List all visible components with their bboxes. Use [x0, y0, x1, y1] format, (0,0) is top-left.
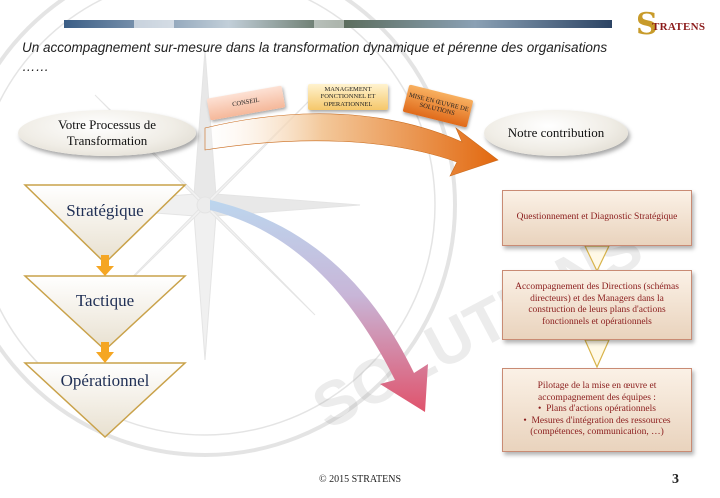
level-label-tactique: Tactique	[75, 291, 135, 310]
box-3-outro: (compétences, communication, …)	[530, 427, 664, 438]
box-3-bullet-2-text: Mesures d'intégration des ressources	[531, 415, 671, 426]
box-2-text: Accompagnement des Directions (schémas d…	[515, 282, 679, 327]
contribution-ellipse: Notre contribution	[484, 110, 628, 156]
box-3-bullet-1-text: Plans d'actions opérationnels	[546, 404, 656, 415]
footer-copyright: © 2015 STRATENS	[318, 474, 402, 485]
orange-arrow	[204, 113, 499, 177]
connector-arrow-1	[96, 255, 114, 276]
curved-arrow	[210, 200, 428, 412]
box-3-bullet-1: • Plans d'actions opérationnels	[538, 404, 656, 415]
box-1-text: Questionnement et Diagnostic Stratégique	[516, 212, 678, 223]
box-3-intro: Pilotage de la mise en œuvre et accompag…	[537, 381, 657, 403]
box-3-bullet-2: • Mesures d'intégration des ressources	[523, 415, 671, 426]
level-label-operationnel: Opérationnel	[60, 371, 150, 390]
page-headline: Un accompagnement sur-mesure dans la tra…	[22, 40, 608, 74]
contribution-box-pilotage: Pilotage de la mise en œuvre et accompag…	[502, 368, 692, 452]
contribution-box-accompagnement: Accompagnement des Directions (schémas d…	[502, 270, 692, 340]
connector-arrow-2	[96, 342, 114, 363]
header-banner	[64, 20, 612, 28]
contribution-box-diagnostic: Questionnement et Diagnostic Stratégique	[502, 190, 692, 246]
logo-mark: S	[636, 7, 658, 42]
process-ellipse: Votre Processus de Transformation	[18, 110, 196, 156]
connector-down-2	[584, 339, 610, 369]
connector-down-1	[584, 245, 610, 273]
tag-management: MANAGEMENT FONCTIONNEL ET OPERATIONNEL	[308, 84, 388, 110]
stratens-logo: S TRATENS	[636, 8, 716, 44]
level-label-strategique: Stratégique	[66, 201, 144, 220]
page-number: 3	[672, 472, 679, 487]
triangle-strategique	[23, 184, 187, 265]
logo-text: TRATENS	[652, 21, 706, 33]
